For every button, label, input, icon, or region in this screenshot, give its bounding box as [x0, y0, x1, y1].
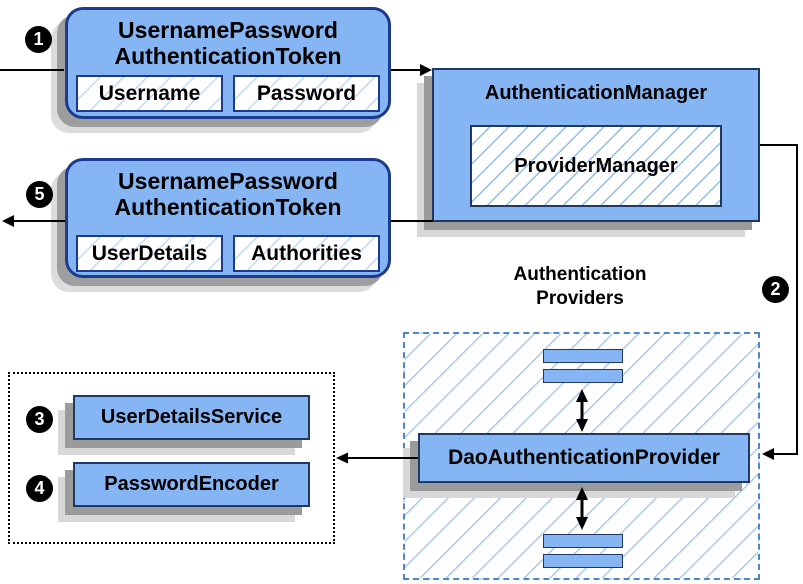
node-authentication-manager: AuthenticationManager ProviderManager: [432, 68, 760, 222]
provider-item-bar: [543, 369, 623, 383]
provider-item-bar: [543, 554, 623, 568]
authentication-manager-title: AuthenticationManager: [484, 82, 708, 104]
step-badge-2: 2: [762, 276, 789, 303]
step-badge-1: 1: [25, 26, 52, 53]
step-badge-4: 4: [26, 475, 53, 502]
title-line-2: AuthenticationToken: [114, 43, 342, 70]
title-line-1: UsernamePassword: [118, 17, 338, 43]
arrow-result-out: [2, 215, 65, 227]
token-fields: UserDetails Authorities: [68, 235, 388, 272]
node-dao-authentication-provider: DaoAuthenticationProvider: [418, 433, 750, 483]
node-title: UsernamePassword AuthenticationToken: [68, 17, 388, 70]
provider-item-bar: [543, 534, 623, 548]
node-title: UsernamePassword AuthenticationToken: [68, 168, 388, 221]
token-fields: Username Password: [68, 75, 388, 112]
label-line-2: Providers: [536, 287, 624, 309]
authorities-field: Authorities: [233, 235, 380, 272]
node-provider-manager: ProviderManager: [470, 125, 722, 207]
provider-item-bar: [543, 349, 623, 363]
title-line-1: UsernamePassword: [118, 168, 338, 194]
arrow-token-to-manager: [391, 64, 432, 76]
node-password-encoder: PasswordEncoder: [73, 462, 310, 507]
step-badge-3: 3: [26, 406, 53, 433]
title-line-2: AuthenticationToken: [114, 194, 342, 221]
label-line-1: Authentication: [513, 264, 647, 285]
node-username-password-token-request: UsernamePassword AuthenticationToken Use…: [65, 7, 391, 119]
node-user-details-service: UserDetailsService: [73, 395, 310, 440]
user-details-field: UserDetails: [76, 235, 223, 272]
password-field: Password: [233, 75, 380, 112]
username-field: Username: [76, 75, 223, 112]
authentication-providers-label: Authentication Providers: [455, 263, 705, 311]
node-username-password-token-result: UsernamePassword AuthenticationToken Use…: [65, 158, 391, 278]
step-badge-5: 5: [26, 181, 53, 208]
